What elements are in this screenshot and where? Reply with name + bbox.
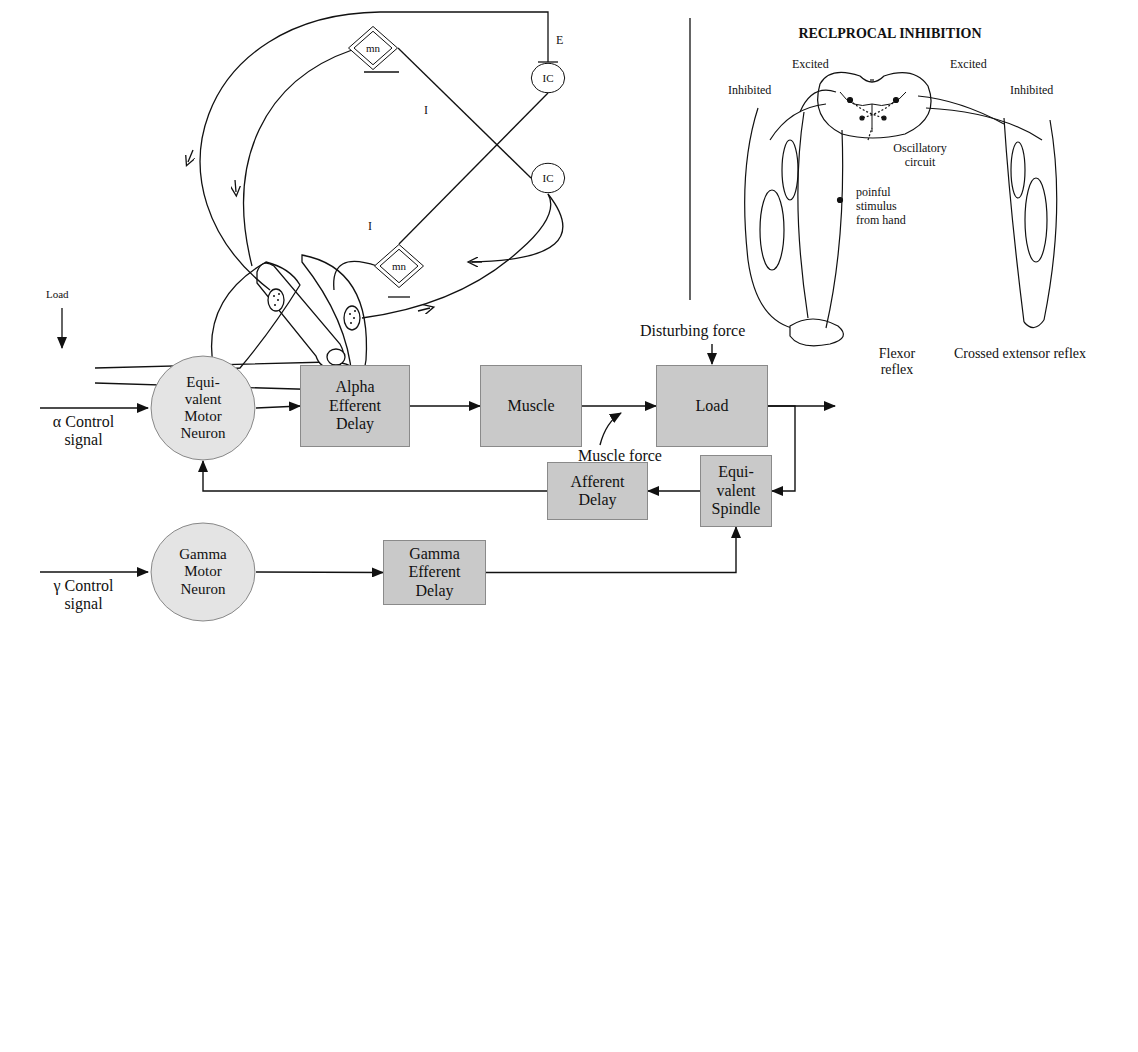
node-label: Load	[664, 397, 760, 415]
node-label: IC	[533, 72, 563, 85]
process-box: Afferent Delay	[547, 462, 648, 520]
edge-label: Muscle force	[578, 447, 670, 465]
node-text-wrap: Muscle	[488, 397, 574, 415]
interneuron-circle: IC	[531, 63, 565, 93]
node-text-wrap: mn	[350, 42, 396, 55]
node-label: Afferent Delay	[558, 473, 638, 510]
node-text-wrap: Equi- valent Spindle	[706, 463, 766, 518]
reflex-label: Crossed extensor reflex	[950, 346, 1090, 362]
node-label: Gamma Motor Neuron	[167, 546, 239, 598]
process-box: Gamma Efferent Delay	[383, 540, 486, 605]
node-text-wrap: Alpha Efferent Delay	[315, 378, 395, 433]
node-text-wrap: IC	[533, 172, 563, 185]
region-label: Excited	[792, 58, 848, 72]
synapse-letter: I	[368, 220, 382, 234]
connector	[410, 405, 480, 406]
force-label: Disturbing force	[640, 322, 770, 340]
connector	[648, 490, 700, 491]
process-box: Alpha Efferent Delay	[300, 365, 410, 447]
load-label: Load	[46, 288, 86, 301]
connector	[203, 461, 547, 491]
stimulus-label: poinful stimulus from hand	[856, 186, 922, 227]
connector	[256, 571, 383, 573]
node-label: Equi- valent Spindle	[706, 463, 766, 518]
figure-title: RECLPROCAL INHIBITION	[770, 26, 1010, 42]
node-label: IC	[533, 172, 563, 185]
process-box: Equi- valent Spindle	[700, 455, 772, 527]
motor-neuron-diamond: mn	[348, 26, 398, 70]
node-text-wrap: Gamma Motor Neuron	[167, 546, 239, 598]
synapse-letter: I	[424, 104, 438, 118]
node-text-wrap: Afferent Delay	[558, 473, 638, 510]
process-box: Load	[656, 365, 768, 447]
connector	[582, 405, 656, 406]
signal-label: α Control signal	[36, 413, 131, 450]
motor-neuron-diamond: mn	[374, 244, 424, 288]
connector	[768, 406, 795, 491]
node-text-wrap: Equi- valent Motor Neuron	[167, 374, 239, 443]
neuron-circle: Gamma Motor Neuron	[150, 522, 256, 622]
node-label: Alpha Efferent Delay	[315, 378, 395, 433]
node-text-wrap: Gamma Efferent Delay	[391, 545, 478, 600]
connector	[398, 48, 531, 178]
node-text-wrap: IC	[533, 72, 563, 85]
node-label: mn	[350, 42, 396, 55]
circuit-label: Oscillatory circuit	[880, 142, 960, 170]
node-label: Gamma Efferent Delay	[391, 545, 478, 600]
interneuron-circle: IC	[531, 163, 565, 193]
region-label: Excited	[950, 58, 1006, 72]
node-label: mn	[376, 260, 422, 273]
block-extras	[40, 344, 835, 572]
neuron-circle: Equi- valent Motor Neuron	[150, 355, 256, 461]
process-box: Muscle	[480, 365, 582, 447]
node-text-wrap: mn	[376, 260, 422, 273]
synapse-letter: E	[556, 34, 572, 48]
connector	[486, 527, 736, 573]
node-label: Equi- valent Motor Neuron	[167, 374, 239, 443]
connector	[399, 93, 548, 244]
node-label: Muscle	[488, 397, 574, 415]
region-label: Inhibited	[1010, 84, 1080, 98]
connector	[256, 406, 300, 408]
node-text-wrap: Load	[664, 397, 760, 415]
reflex-label: Flexor reflex	[862, 346, 932, 378]
signal-label: γ Control signal	[36, 577, 131, 614]
arm-drawing	[62, 12, 690, 390]
spinal-cord-drawing	[745, 72, 1057, 345]
region-label: Inhibited	[728, 84, 798, 98]
